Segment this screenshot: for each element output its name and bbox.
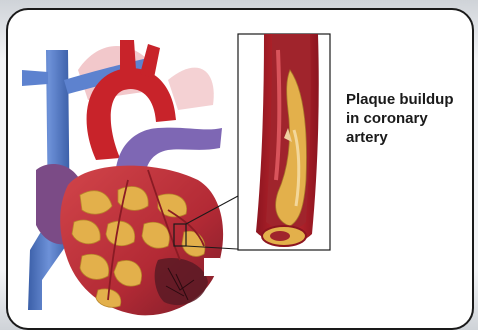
- illustration-panel: Plaque buildup in coronary artery: [6, 8, 474, 330]
- caption-line-2: in coronary: [346, 109, 474, 128]
- heart-illustration: [8, 10, 472, 328]
- caption: Plaque buildup in coronary artery: [346, 90, 474, 147]
- caption-line-1: Plaque buildup: [346, 90, 474, 109]
- artery-cross-section: [256, 34, 319, 246]
- caption-line-3: artery: [346, 128, 474, 147]
